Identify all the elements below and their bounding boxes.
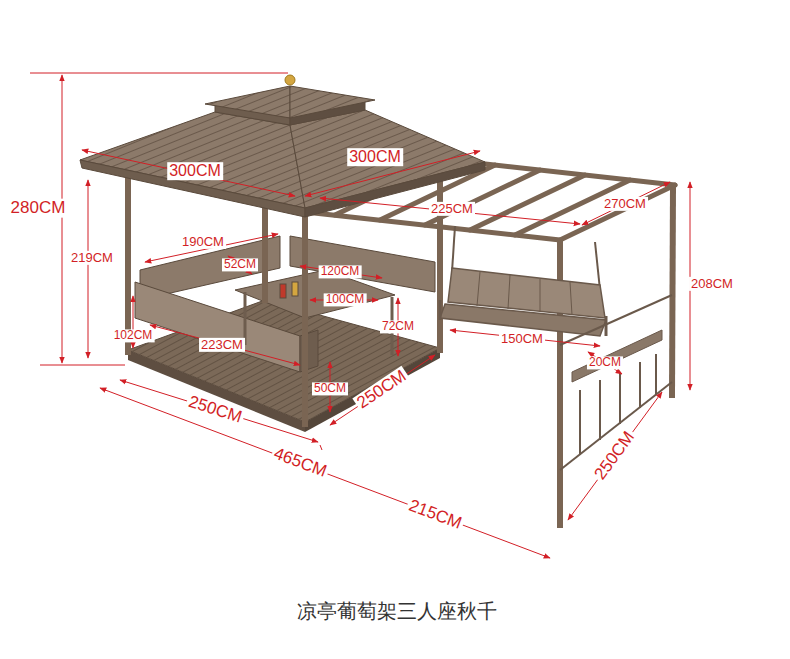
- dimension-label: 20CM: [587, 356, 623, 369]
- caption: 凉亭葡萄架三人座秋千: [297, 599, 497, 623]
- dimension-label: 223CM: [199, 338, 245, 352]
- dimension-label: 300CM: [167, 162, 223, 180]
- swing: [440, 226, 606, 336]
- dimension-label: 219CM: [69, 251, 115, 265]
- dimension-label: 270CM: [602, 197, 648, 211]
- dimension-label: 100CM: [324, 293, 367, 306]
- dimension-label: 190CM: [180, 235, 226, 249]
- dimension-label: 102CM: [112, 329, 155, 342]
- dimension-label: 208CM: [689, 277, 735, 291]
- dimension-label: 280CM: [9, 199, 68, 218]
- dimension-label: 215CM: [404, 496, 466, 534]
- dimension-label: 250CM: [590, 427, 640, 485]
- dimension-label: 72CM: [380, 320, 416, 333]
- dimension-label: 150CM: [499, 332, 545, 346]
- dimension-label: 225CM: [429, 202, 475, 216]
- dimension-label: 120CM: [319, 265, 362, 278]
- gazebo-benches: [135, 236, 435, 372]
- dimension-label: 52CM: [222, 258, 258, 271]
- dimension-label: 300CM: [347, 148, 403, 166]
- gazebo-roof: [80, 75, 485, 217]
- dimension-label: 50CM: [312, 382, 348, 395]
- pergola-posts: [560, 188, 673, 525]
- dimension-lines: [30, 73, 690, 558]
